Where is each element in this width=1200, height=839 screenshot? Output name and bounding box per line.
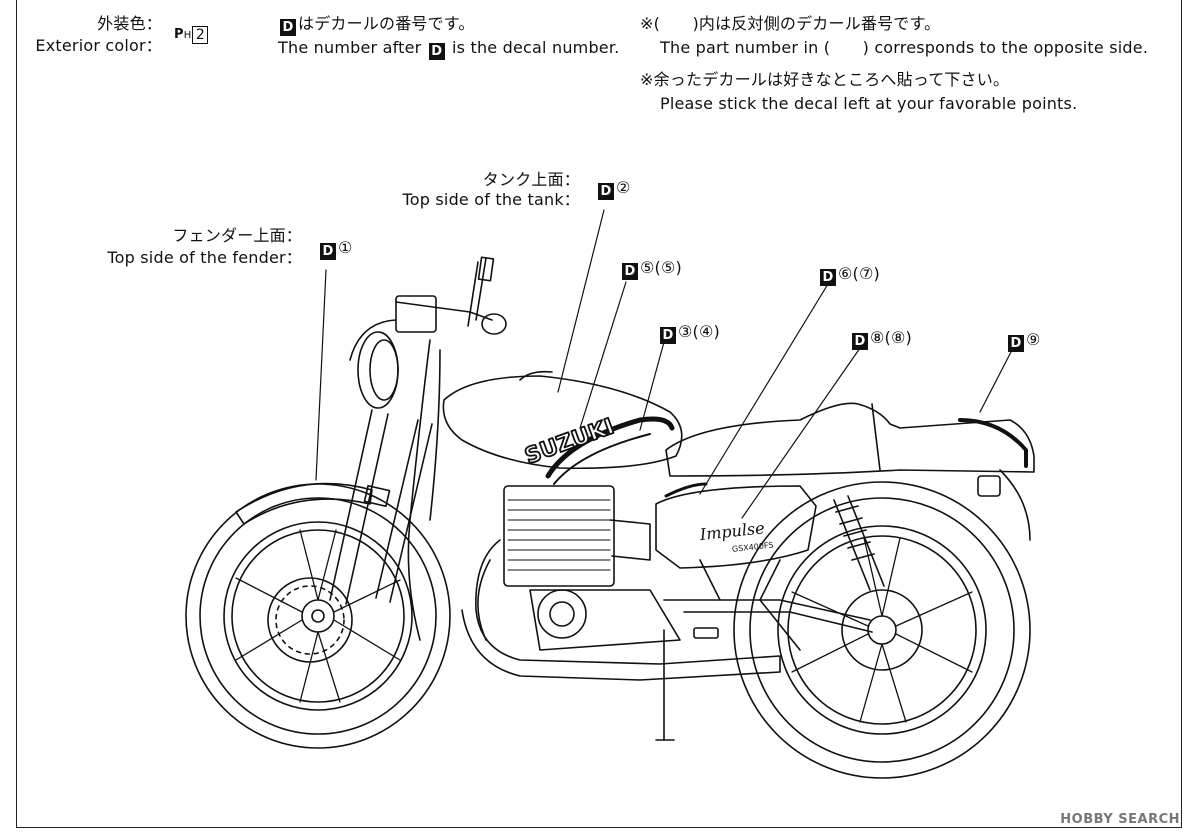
rear-shock xyxy=(833,495,885,591)
decal-note-en: The number after D is the decal number. xyxy=(278,38,619,60)
callout-9-num: ⑨ xyxy=(1026,330,1041,349)
side-cover xyxy=(655,482,817,569)
callout-5-num: ⑤(⑤) xyxy=(640,258,682,277)
fender-label-en: Top side of the fender： xyxy=(107,248,302,267)
frame xyxy=(663,559,873,651)
decal-marker-icon: D xyxy=(852,333,868,350)
exhaust xyxy=(461,539,781,681)
fender-label-jp: フェンダー上面： xyxy=(172,226,302,245)
decal-marker-icon: D xyxy=(320,243,336,260)
decal-note-en-post: is the decal number. xyxy=(452,38,620,57)
front-fender xyxy=(235,482,373,525)
engine xyxy=(503,485,681,651)
front-wheel xyxy=(185,483,451,749)
tank-label-en: Top side of the tank： xyxy=(402,190,580,209)
tank-label-jp: タンク上面： xyxy=(482,170,580,189)
callout-6-num: ⑥(⑦) xyxy=(838,264,880,283)
exterior-color-en: Exterior color： xyxy=(35,36,162,55)
side-cover-model-script: Impulse xyxy=(698,518,765,544)
decal-marker-icon: D xyxy=(820,269,836,286)
headlight xyxy=(349,319,399,409)
leftover-note-jp: ※余ったデカールは好きなところへ貼って下さい。 xyxy=(640,70,1010,89)
handlebars xyxy=(395,256,507,641)
paint-code-prefix: P xyxy=(174,27,184,42)
leader-lines xyxy=(315,209,1013,519)
callout-3-num: ③(④) xyxy=(678,322,720,341)
rear-wheel xyxy=(733,481,1031,779)
paint-code-number: 2 xyxy=(192,26,209,44)
paint-code-sub: H xyxy=(183,30,192,41)
decal-marker-icon: D xyxy=(428,43,445,60)
opposite-note-en: The part number in ( ) corresponds to th… xyxy=(660,38,1149,57)
footpegs-stand xyxy=(655,627,719,741)
decal-note-en-pre: The number after xyxy=(278,38,422,57)
decal-marker-icon: D xyxy=(280,19,296,36)
callout-tank-num: ② xyxy=(616,178,631,197)
decal-marker-icon: D xyxy=(660,327,676,344)
seat xyxy=(665,402,1035,477)
callout-fender-num: ① xyxy=(338,238,353,257)
decal-marker-icon: D xyxy=(1008,335,1024,352)
side-cover-model-code: GSX400FS xyxy=(732,541,774,554)
leftover-note-en: Please stick the decal left at your favo… xyxy=(660,94,1078,113)
exterior-color-jp: 外装色： xyxy=(97,14,162,33)
tail xyxy=(977,469,1031,541)
callout-8-num: ⑧(⑧) xyxy=(870,328,912,347)
page-frame xyxy=(16,0,1182,828)
fuel-tank xyxy=(442,370,683,485)
front-forks xyxy=(329,409,433,605)
opposite-note-jp: ※( )内は反対側のデカール番号です。 xyxy=(640,14,941,33)
watermark: HOBBY SEARCH xyxy=(1060,812,1180,827)
tank-brand-logo: SUZUKI xyxy=(522,414,618,469)
decal-note-jp-text: はデカールの番号です。 xyxy=(298,14,475,33)
decal-marker-icon: D xyxy=(598,183,614,200)
decal-marker-icon: D xyxy=(622,263,638,280)
